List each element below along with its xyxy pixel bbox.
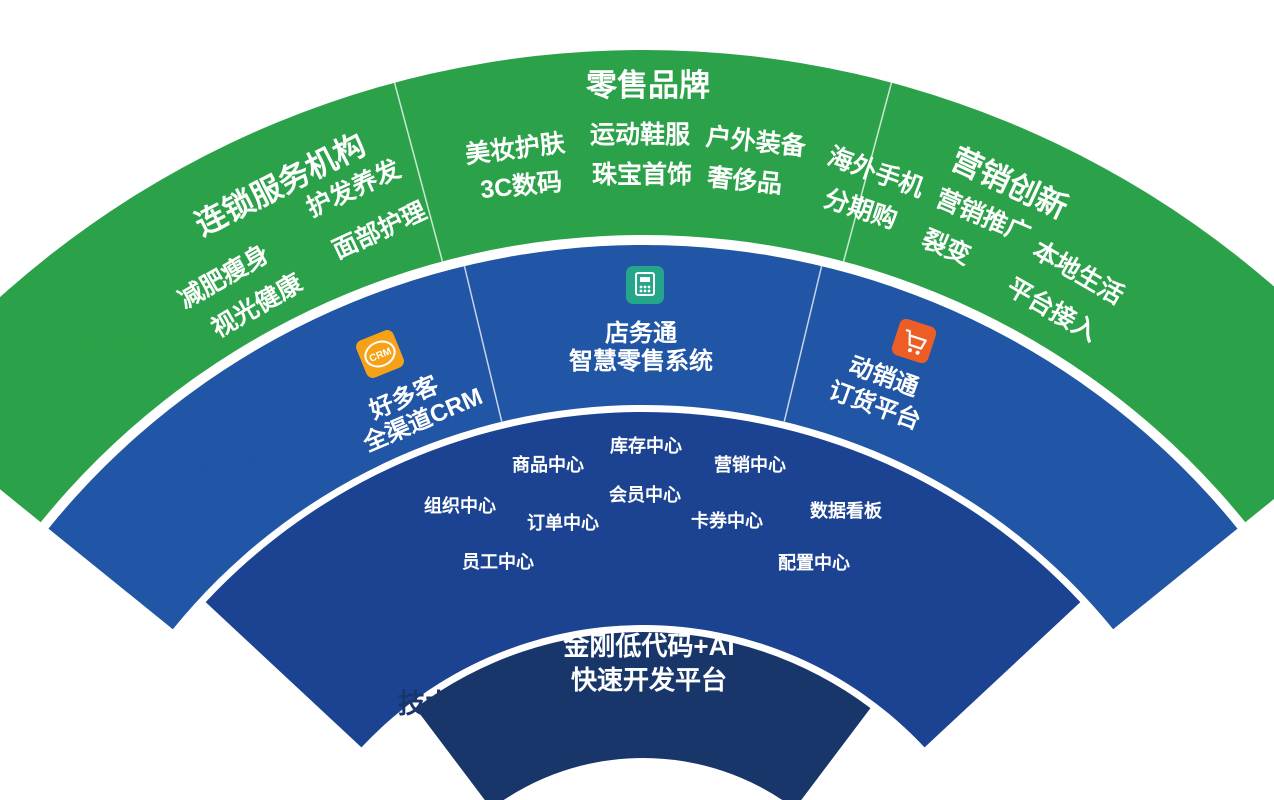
sector-divider xyxy=(842,82,893,262)
platform-module: 员工中心 xyxy=(462,551,534,572)
side-label-industry: 行业场景 xyxy=(43,331,152,362)
side-label-platform: 业务平台 xyxy=(287,572,395,603)
platform-module: 营销中心 xyxy=(714,454,786,475)
platform-module: 配置中心 xyxy=(778,552,850,573)
side-label-base: 技术底座 xyxy=(398,688,506,719)
industry-retail-title: 零售品牌 xyxy=(586,68,710,103)
platform-module: 库存中心 xyxy=(610,435,682,456)
platform-module: 订单中心 xyxy=(527,512,599,533)
base-platform-desc: 快速开发平台 xyxy=(571,665,727,695)
base-layer-sector xyxy=(415,632,871,800)
shopping-cart-icon xyxy=(891,318,937,364)
industry-retail-item: 运动鞋服 xyxy=(590,121,691,149)
side-label-product: 产品矩阵 xyxy=(163,449,271,479)
base-platform-name: 金刚低代码+AI xyxy=(562,631,734,661)
platform-module: 会员中心 xyxy=(609,484,681,505)
product-store-name: 店务通 xyxy=(605,319,677,347)
crm-icon: CRM xyxy=(356,330,404,378)
industry-retail-item: 珠宝首饰 xyxy=(592,160,692,189)
sector-divider xyxy=(463,265,503,422)
platform-module: 组织中心 xyxy=(424,495,496,516)
sector-divider xyxy=(393,82,444,262)
sector-dividers xyxy=(393,82,893,422)
product-store-desc: 智慧零售系统 xyxy=(569,347,713,375)
platform-layer-sector xyxy=(205,411,1081,748)
industry-layer-sector xyxy=(0,50,1274,523)
product-layer-sector xyxy=(48,244,1238,630)
platform-module: 卡券中心 xyxy=(691,510,763,531)
platform-module: 数据看板 xyxy=(810,500,883,521)
store-pos-icon xyxy=(626,266,664,304)
sector-divider xyxy=(783,265,823,422)
platform-module: 商品中心 xyxy=(512,454,584,475)
